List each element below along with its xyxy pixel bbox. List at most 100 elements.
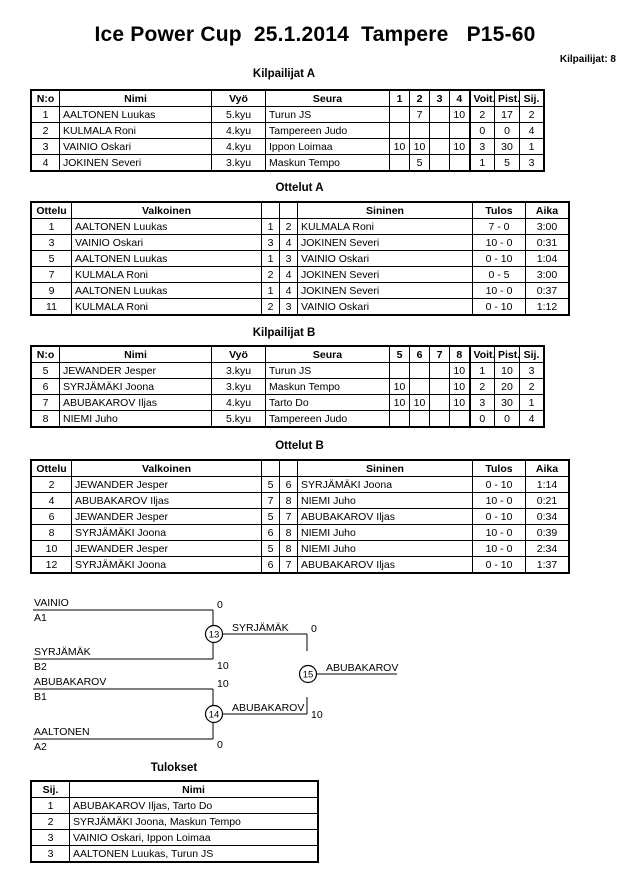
- cell-m2: [409, 122, 430, 139]
- cell-match-no: 8: [31, 524, 72, 541]
- cell-blue-no: 8: [279, 492, 298, 509]
- cell-match-no: 5: [31, 250, 72, 267]
- bracket-winner-sf1: SYRJÄMÄK: [232, 622, 289, 634]
- cell-points: 0: [494, 410, 520, 427]
- col-wins: Voit.: [468, 346, 495, 363]
- cell-blue: KULMALA Roni: [297, 218, 473, 235]
- cell-white: AALTONEN Luukas: [71, 282, 262, 299]
- matches-a-table: Ottelu Valkoinen Sininen Tulos Aika 1 AA…: [30, 201, 570, 316]
- cell-white-no: 6: [261, 524, 280, 541]
- table-header-row: N:o Nimi Vyö Seura 1 2 3 4 Voit. Pist. S…: [31, 90, 544, 107]
- col-wins: Voit.: [468, 90, 495, 107]
- cell-club: Tampereen Judo: [265, 122, 390, 139]
- cell-rank: 1: [519, 138, 544, 155]
- cell-match-no: 1: [31, 218, 72, 235]
- table-row: 3 AALTONEN Luukas, Turun JS: [31, 845, 318, 862]
- cell-rank: 1: [31, 797, 70, 814]
- table-header-row: N:o Nimi Vyö Seura 5 6 7 8 Voit. Pist. S…: [31, 346, 544, 363]
- cell-result: 7 - 0: [472, 218, 526, 235]
- col-blue-no: [279, 460, 298, 477]
- cell-club: Turun JS: [265, 106, 390, 123]
- cell-wins: 2: [468, 378, 495, 395]
- cell-white-no: 1: [261, 218, 280, 235]
- cell-no: 7: [31, 394, 60, 411]
- cell-wins: 3: [468, 138, 495, 155]
- cell-blue: JOKINEN Severi: [297, 266, 473, 283]
- cell-white: SYRJÄMÄKI Joona: [71, 524, 262, 541]
- cell-m1: [389, 154, 410, 171]
- page-title: Ice Power Cup 25.1.2014 Tampere P15-60: [94, 23, 536, 46]
- cell-wins: 0: [468, 122, 495, 139]
- bracket-winner-final: ABUBAKAROV: [326, 662, 398, 674]
- cell-blue: ABUBAKAROV Iljas: [297, 508, 473, 525]
- matches-b-caption: Ottelut B: [275, 440, 324, 452]
- cell-no: 3: [31, 138, 60, 155]
- cell-white: AALTONEN Luukas: [71, 250, 262, 267]
- bracket-svg: 13 14 15 VAINIO SYRJÄMÄK ABUBAKAROV AALT…: [33, 597, 398, 753]
- cell-wins: 1: [468, 362, 495, 379]
- cell-time: 3:00: [525, 266, 569, 283]
- cell-club: Maskun Tempo: [265, 378, 390, 395]
- cell-match-no: 6: [31, 508, 72, 525]
- cell-match-no: 9: [31, 282, 72, 299]
- table-row: 9 AALTONEN Luukas 1 4 JOKINEN Severi 10 …: [31, 282, 569, 299]
- cell-points: 30: [494, 394, 520, 411]
- bracket-entry-name-sf1-bottom: SYRJÄMÄK: [34, 646, 91, 658]
- cell-blue: VAINIO Oskari: [297, 298, 473, 315]
- cell-m7: [429, 378, 450, 395]
- cell-belt: 4.kyu: [211, 394, 266, 411]
- cell-white-no: 5: [261, 540, 280, 557]
- table-row: 2 KULMALA Roni 4.kyu Tampereen Judo 0 0 …: [31, 122, 544, 139]
- cell-blue: SYRJÄMÄKI Joona: [297, 476, 473, 493]
- cell-rank: 3: [31, 845, 70, 862]
- table-row: 2 JEWANDER Jesper 5 6 SYRJÄMÄKI Joona 0 …: [31, 476, 569, 493]
- cell-no: 6: [31, 378, 60, 395]
- cell-points: 17: [494, 106, 520, 123]
- cell-match-no: 7: [31, 266, 72, 283]
- bracket-score-final-top: 0: [311, 623, 317, 635]
- table-row: 4 ABUBAKAROV Iljas 7 8 NIEMI Juho 10 - 0…: [31, 492, 569, 509]
- col-m5: 5: [389, 346, 410, 363]
- col-points: Pist.: [494, 90, 520, 107]
- cell-club: Tarto Do: [265, 394, 390, 411]
- matches-b-table: Ottelu Valkoinen Sininen Tulos Aika 2 JE…: [30, 459, 570, 574]
- table-row: 5 JEWANDER Jesper 3.kyu Turun JS 10 1 10…: [31, 362, 544, 379]
- elimination-bracket: 13 14 15 VAINIO SYRJÄMÄK ABUBAKAROV AALT…: [0, 578, 630, 758]
- col-result: Tulos: [472, 202, 526, 219]
- cell-rank: 2: [31, 813, 70, 830]
- cell-club: Ippon Loimaa: [265, 138, 390, 155]
- bracket-score-sf1-bottom: 10: [217, 660, 229, 672]
- bracket-match-node-14: [204, 704, 224, 724]
- cell-blue-no: 3: [279, 298, 298, 315]
- cell-club: Maskun Tempo: [265, 154, 390, 171]
- cell-m7: [429, 394, 450, 411]
- cell-result: 0 - 10: [472, 250, 526, 267]
- cell-result: 10 - 0: [472, 540, 526, 557]
- col-rank: Sij.: [31, 781, 70, 798]
- table-row: 1 AALTONEN Luukas 1 2 KULMALA Roni 7 - 0…: [31, 218, 569, 235]
- bracket-match-no-14: 14: [209, 710, 220, 721]
- col-points: Pist.: [494, 346, 520, 363]
- cell-result: 0 - 10: [472, 298, 526, 315]
- col-m7: 7: [429, 346, 450, 363]
- cell-blue-no: 8: [279, 524, 298, 541]
- pool-b-caption: Kilpailijat B: [252, 327, 316, 339]
- cell-result: 10 - 0: [472, 492, 526, 509]
- table-row: 11 KULMALA Roni 2 3 VAINIO Oskari 0 - 10…: [31, 298, 569, 315]
- cell-white-no: 2: [261, 266, 280, 283]
- cell-m1: [389, 106, 410, 123]
- cell-blue-no: 4: [279, 282, 298, 299]
- cell-white: JEWANDER Jesper: [71, 476, 262, 493]
- cell-m3: [429, 122, 450, 139]
- cell-name: JEWANDER Jesper: [59, 362, 212, 379]
- col-m8: 8: [449, 346, 470, 363]
- cell-name: NIEMI Juho: [59, 410, 212, 427]
- cell-rank: 2: [519, 106, 544, 123]
- cell-m2: 10: [409, 138, 430, 155]
- bracket-entry-seed-sf1-bottom: B2: [34, 661, 47, 673]
- bracket-match-node-15: [298, 664, 318, 684]
- table-row: 5 AALTONEN Luukas 1 3 VAINIO Oskari 0 - …: [31, 250, 569, 267]
- cell-time: 0:37: [525, 282, 569, 299]
- cell-blue: JOKINEN Severi: [297, 234, 473, 251]
- cell-blue-no: 7: [279, 508, 298, 525]
